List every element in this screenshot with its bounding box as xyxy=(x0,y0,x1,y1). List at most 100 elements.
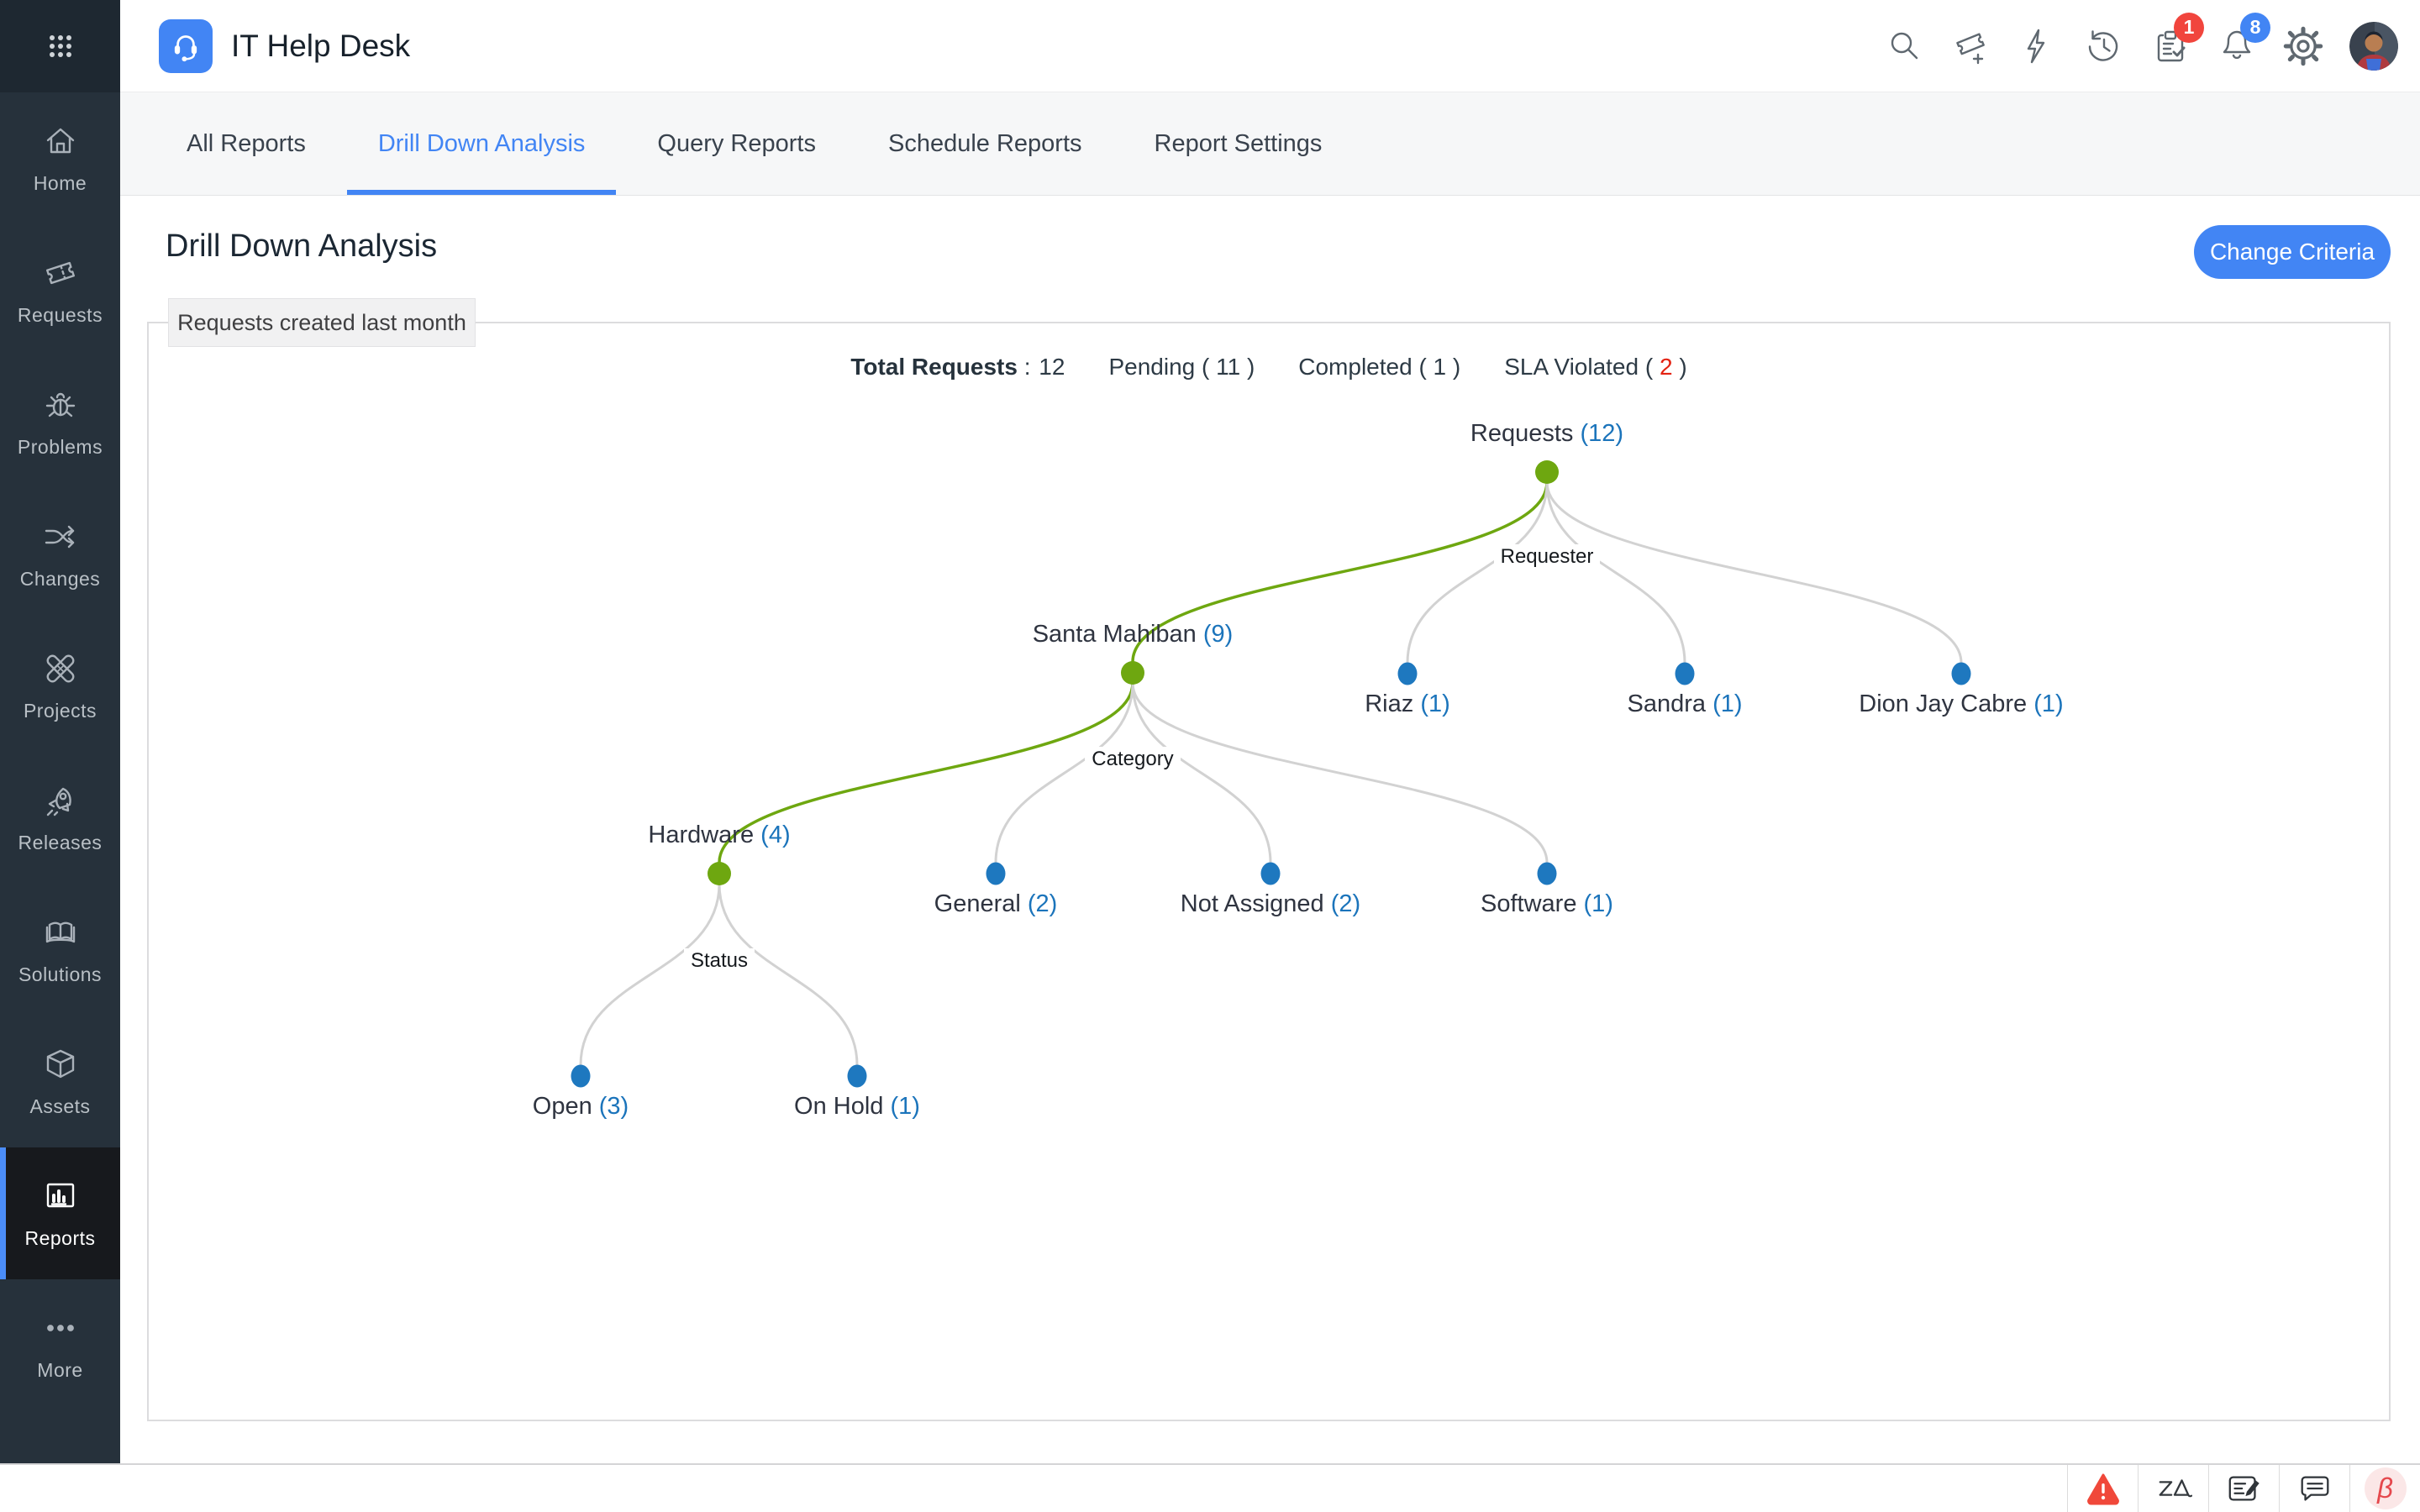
tree-edge xyxy=(1131,682,1549,864)
lightning-icon xyxy=(2027,29,2045,63)
tree-node-label-onhold[interactable]: On Hold (1) xyxy=(794,1093,920,1120)
summary-sla: SLA Violated ( 2 ) xyxy=(1504,354,1687,380)
zia-button[interactable] xyxy=(2138,1465,2208,1512)
approvals-button[interactable]: 1 xyxy=(2150,12,2204,66)
settings-button[interactable] xyxy=(2283,26,2323,66)
tab-drill-down-analysis[interactable]: Drill Down Analysis xyxy=(342,92,622,195)
sidebar-item-label: Changes xyxy=(19,568,101,590)
sidebar-item-solutions[interactable]: Solutions xyxy=(0,884,120,1016)
report-tabs: All Reports Drill Down Analysis Query Re… xyxy=(120,92,2420,196)
tree-node-label-requests[interactable]: Requests (12) xyxy=(1470,420,1624,447)
add-ticket-button[interactable] xyxy=(1951,26,1991,66)
tree-node-riaz[interactable] xyxy=(1397,662,1418,685)
headset-icon xyxy=(174,34,197,61)
apps-grid-icon xyxy=(49,35,71,57)
bar-chart-icon xyxy=(46,1183,74,1208)
tree-node-label-dion[interactable]: Dion Jay Cabre (1) xyxy=(1859,690,2064,717)
user-avatar[interactable] xyxy=(2349,21,2398,71)
search-button[interactable] xyxy=(1885,26,1925,66)
tab-query-reports[interactable]: Query Reports xyxy=(657,129,816,157)
tree-node-label-general[interactable]: General (2) xyxy=(934,890,1058,917)
sidebar-item-problems[interactable]: Problems xyxy=(0,356,120,488)
beta-icon: β xyxy=(2364,1467,2407,1509)
approvals-badge: 1 xyxy=(2174,12,2204,43)
tools-icon xyxy=(46,654,74,683)
app-title: IT Help Desk xyxy=(231,28,411,63)
feedback-button[interactable] xyxy=(2208,1465,2279,1512)
sidebar-item-home[interactable]: Home xyxy=(0,92,120,224)
summary-completed: Completed ( 1 ) xyxy=(1298,354,1461,380)
app-logo[interactable] xyxy=(159,18,213,73)
tree-node-label-hardware[interactable]: Hardware (4) xyxy=(648,822,791,848)
ticket-icon xyxy=(45,261,75,285)
tab-report-settings[interactable]: Report Settings xyxy=(1154,129,1323,157)
sidebar-item-reports[interactable]: Reports xyxy=(0,1147,120,1279)
notifications-badge: 8 xyxy=(2240,12,2270,43)
tree-node-santa[interactable] xyxy=(1121,661,1144,685)
summary-pending: Pending ( 11 ) xyxy=(1108,354,1255,380)
search-icon xyxy=(1891,32,1918,59)
change-criteria-button[interactable]: Change Criteria xyxy=(2194,225,2391,279)
sidebar-item-requests[interactable]: Requests xyxy=(0,224,120,356)
notifications-button[interactable]: 8 xyxy=(2217,12,2270,66)
summary-line: Total Requests : 12 Pending ( 11 ) Compl… xyxy=(149,354,2389,381)
beta-button[interactable]: β xyxy=(2349,1465,2420,1512)
app-header: IT Help Desk xyxy=(120,0,2420,92)
bottom-toolbar: β xyxy=(0,1463,2420,1512)
tree-edge-label: Category xyxy=(1007,747,1259,772)
quick-actions-button[interactable] xyxy=(2018,26,2058,66)
home-icon xyxy=(46,128,74,154)
tree-edge xyxy=(1545,481,1963,664)
chat-icon xyxy=(2301,1476,2328,1501)
drilldown-tree: Requests (12) Santa Mahiban (9) Riaz (1) Sa… xyxy=(149,323,2392,1423)
tree-node-open[interactable] xyxy=(571,1064,591,1088)
tree-node-software[interactable] xyxy=(1537,862,1557,885)
sidebar-item-more[interactable]: More xyxy=(0,1279,120,1411)
tree-node-label-notassigned[interactable]: Not Assigned (2) xyxy=(1180,890,1361,917)
tree-node-general[interactable] xyxy=(986,862,1006,885)
tree-edge xyxy=(1406,481,1549,664)
tree-node-dion[interactable] xyxy=(1951,662,1971,685)
sidebar-item-label: Releases xyxy=(18,832,103,853)
sidebar-item-assets[interactable]: Assets xyxy=(0,1016,120,1147)
sidebar-item-label: Assets xyxy=(29,1095,91,1117)
sidebar-item-label: Projects xyxy=(23,700,97,722)
tree-node-requests[interactable] xyxy=(1535,460,1559,484)
tree-edge-label: Requester xyxy=(1421,544,1673,570)
avatar-photo xyxy=(2349,21,2398,71)
tree-node-notassigned[interactable] xyxy=(1260,862,1281,885)
tree-edge xyxy=(1131,481,1549,663)
sidebar-item-projects[interactable]: Projects xyxy=(0,620,120,752)
tree-edge xyxy=(1131,682,1272,864)
alerts-button[interactable] xyxy=(2067,1465,2138,1512)
tree-node-hardware[interactable] xyxy=(708,862,731,885)
sidebar-item-changes[interactable]: Changes xyxy=(0,488,120,620)
tab-all-reports[interactable]: All Reports xyxy=(187,129,306,157)
drilldown-panel: Total Requests : 12 Pending ( 11 ) Compl… xyxy=(147,322,2391,1421)
tree-svg xyxy=(571,460,1971,1088)
tree-node-label-riaz[interactable]: Riaz (1) xyxy=(1365,690,1450,717)
chat-button[interactable] xyxy=(2279,1465,2349,1512)
tree-node-sandra[interactable] xyxy=(1675,662,1695,685)
history-button[interactable] xyxy=(2084,26,2124,66)
tree-node-onhold[interactable] xyxy=(847,1064,867,1088)
sidebar-item-releases[interactable]: Releases xyxy=(0,752,120,884)
sidebar-item-label: Home xyxy=(33,172,87,194)
sidebar-item-label: Problems xyxy=(17,436,103,458)
book-icon xyxy=(45,921,75,943)
apps-grid-button[interactable] xyxy=(0,0,120,92)
ellipsis-icon xyxy=(46,1325,74,1331)
tree-node-label-sandra[interactable]: Sandra (1) xyxy=(1627,690,1743,717)
sidebar-item-label: Requests xyxy=(17,304,103,326)
cube-icon xyxy=(46,1049,74,1079)
sidebar: Home Requests Problems Changes Proj xyxy=(0,0,120,1463)
zia-icon xyxy=(2159,1479,2192,1498)
add-ticket-icon xyxy=(1956,32,1985,64)
sidebar-item-label: Solutions xyxy=(18,963,103,985)
warning-icon xyxy=(2086,1473,2119,1505)
tab-schedule-reports[interactable]: Schedule Reports xyxy=(887,129,1082,157)
tree-node-label-software[interactable]: Software (1) xyxy=(1481,890,1613,917)
rocket-icon xyxy=(46,787,71,816)
tree-node-label-open[interactable]: Open (3) xyxy=(532,1093,629,1120)
tree-node-label-santa[interactable]: Santa Mahiban (9) xyxy=(1032,621,1234,648)
